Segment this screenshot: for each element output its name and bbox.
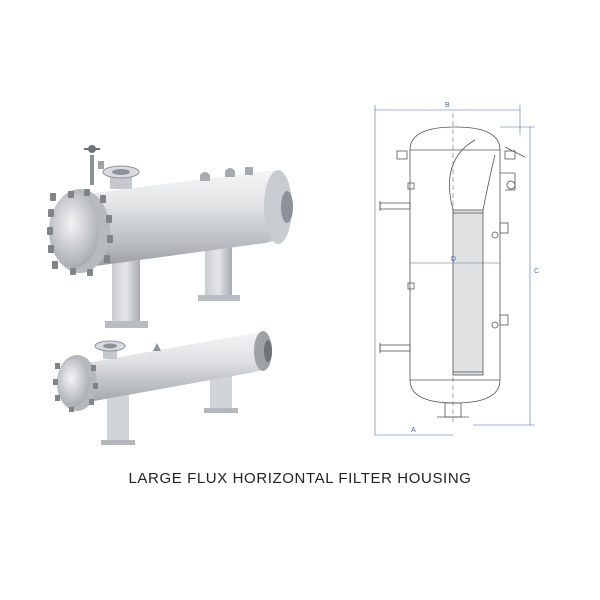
outlet-nozzle — [379, 344, 411, 352]
support-leg — [205, 240, 232, 300]
cylinder-shell — [80, 170, 290, 267]
support-leg — [105, 321, 148, 328]
quick-open-head — [49, 194, 99, 268]
large-housing-photo — [47, 145, 293, 328]
dimension-label-c: C — [534, 268, 539, 275]
dimension-label-d: D — [451, 256, 456, 263]
end-cap — [264, 170, 292, 244]
support-leg — [198, 295, 240, 301]
small-housing-photo — [53, 331, 272, 445]
product-caption: LARGE FLUX HORIZONTAL FILTER HOUSING — [128, 470, 472, 487]
filter-element — [452, 209, 484, 376]
dimension-label-b: B — [445, 102, 450, 109]
inlet-nozzle — [379, 202, 411, 210]
support-leg — [107, 390, 129, 445]
support-leg — [112, 253, 140, 325]
dimension-labels: B C D A — [411, 102, 539, 434]
technical-drawing: B C D A — [374, 102, 539, 436]
dimension-label-a: A — [411, 427, 416, 434]
support-leg — [210, 370, 232, 412]
swing-bolt-clamps — [47, 189, 113, 276]
cylinder-shell — [75, 332, 271, 403]
quick-open-head — [57, 359, 89, 407]
